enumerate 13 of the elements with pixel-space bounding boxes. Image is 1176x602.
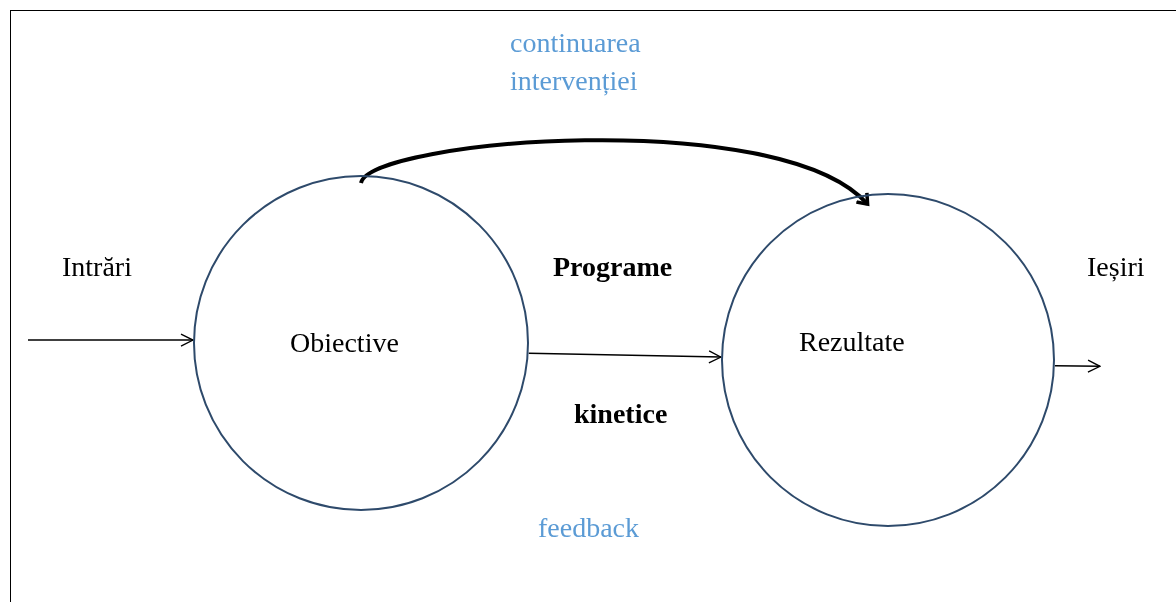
curved-arrow: [359, 138, 870, 206]
circle-node: [721, 193, 1055, 527]
node-label: Rezultate: [799, 326, 905, 358]
arrow: [527, 350, 722, 364]
text-label: feedback: [538, 512, 640, 544]
text-label: Ieșiri: [1087, 251, 1145, 283]
circle-node: [193, 175, 529, 511]
arrow: [1054, 359, 1101, 373]
text-label: Intrări: [62, 251, 132, 283]
text-label: kinetice: [574, 398, 668, 430]
node-label: Obiective: [290, 327, 399, 359]
text-label: Programe: [553, 251, 673, 283]
arrow: [27, 333, 194, 347]
